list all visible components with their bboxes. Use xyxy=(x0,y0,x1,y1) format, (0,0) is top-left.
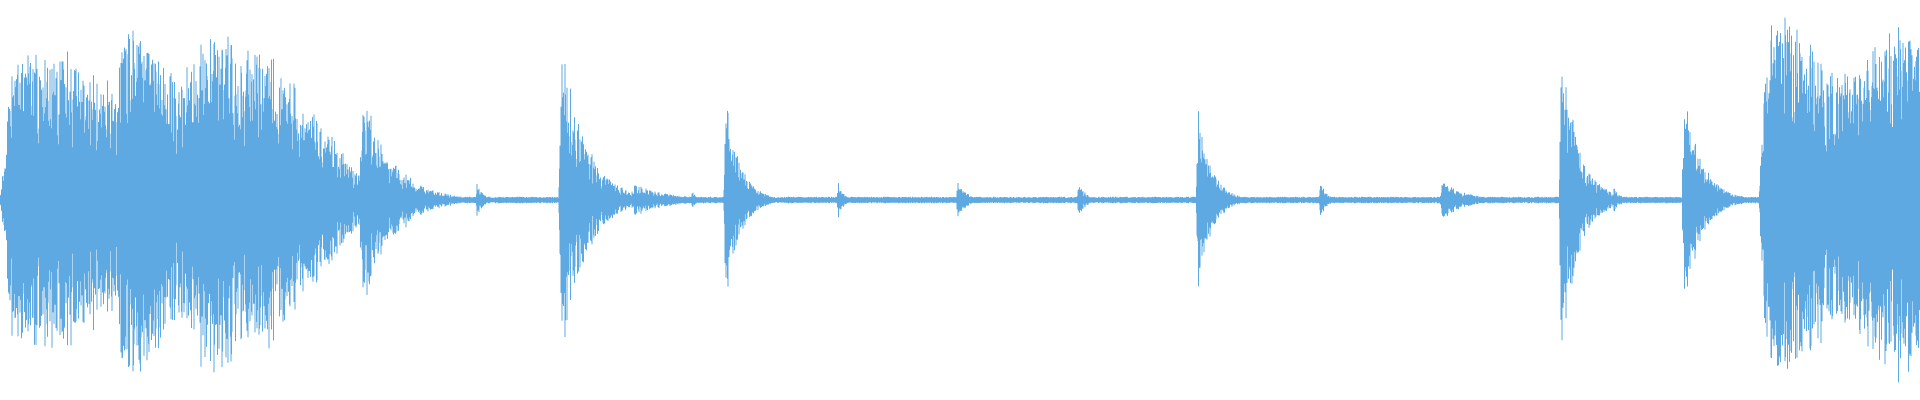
waveform-samples xyxy=(0,17,1920,383)
waveform-trace xyxy=(0,17,1920,383)
